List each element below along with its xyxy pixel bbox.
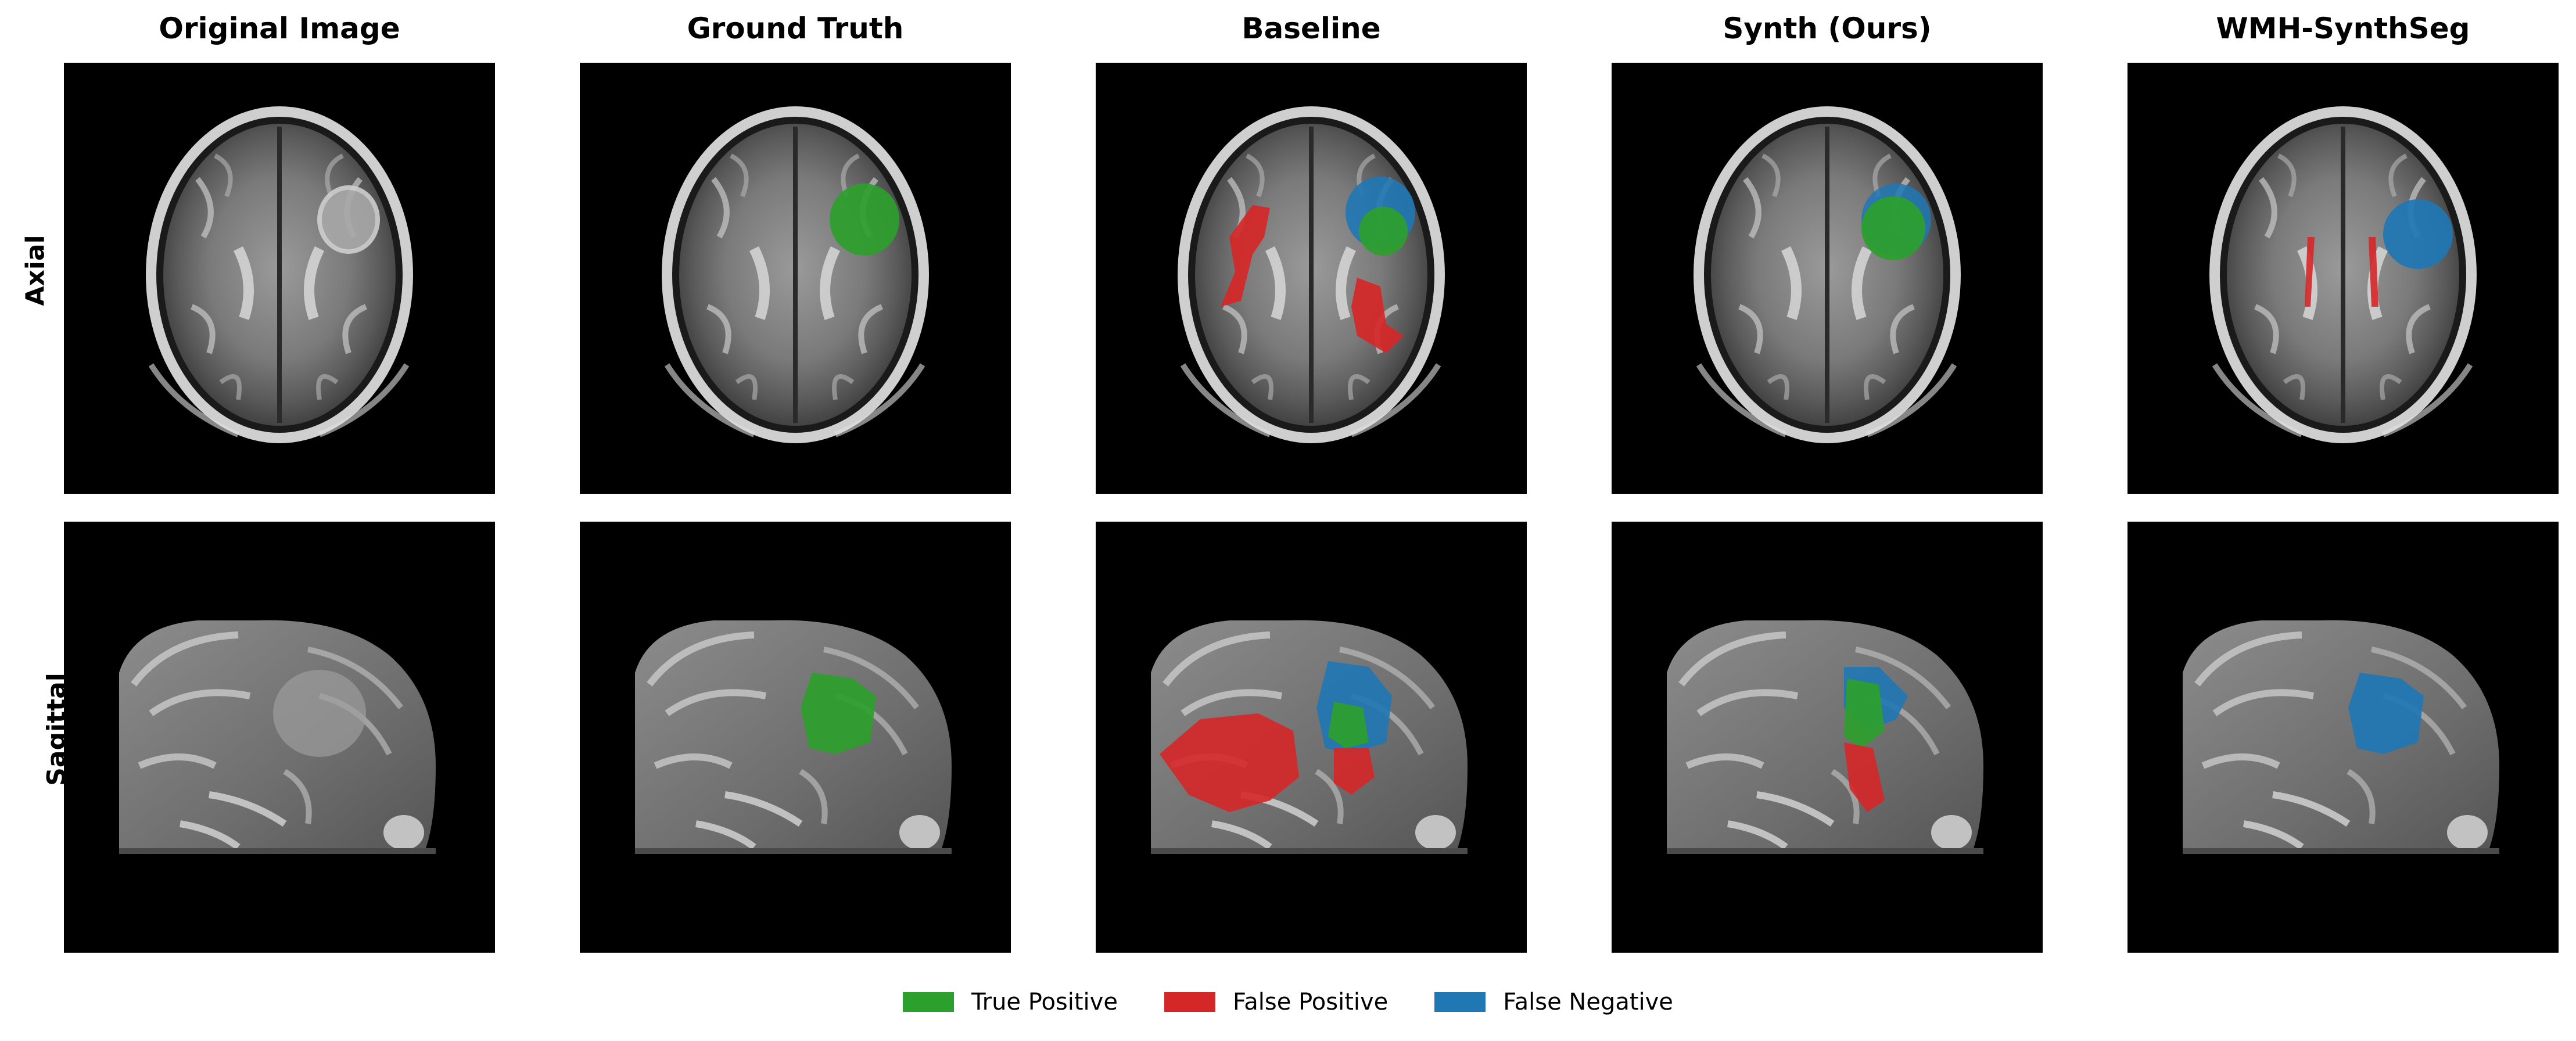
row-label-sagittal: Sagittal [0, 673, 71, 786]
panel-axial-synth [1612, 63, 2043, 494]
panel-axial-wmh-synthseg [2127, 63, 2559, 494]
row-label-axial-text: Axial [20, 235, 51, 306]
legend-label-false-positive: False Positive [1232, 989, 1389, 1015]
legend-item-true-positive: True Positive [903, 989, 1118, 1015]
column-title-synth-ours: Synth (Ours) [1723, 12, 1932, 45]
legend-swatch-true-positive [903, 992, 955, 1012]
legend-item-false-negative: False Negative [1434, 989, 1673, 1015]
panel-sagittal-baseline [1096, 522, 1527, 953]
column-title-wmh-synthseg: WMH-SynthSeg [2216, 12, 2470, 45]
legend-label-true-positive: True Positive [971, 989, 1118, 1015]
panel-sagittal-synth [1612, 522, 2043, 953]
panel-sagittal-original [64, 522, 495, 953]
panel-sagittal-ground-truth [580, 522, 1011, 953]
row-label-axial: Axial [0, 235, 60, 306]
legend: True Positive False Positive False Negat… [0, 988, 2576, 1017]
legend-label-false-negative: False Negative [1503, 989, 1673, 1015]
column-title-original-image: Original Image [159, 12, 400, 45]
legend-item-false-positive: False Positive [1164, 989, 1388, 1015]
panel-sagittal-wmh-synthseg [2127, 522, 2559, 953]
column-title-ground-truth: Ground Truth [687, 12, 904, 45]
legend-swatch-false-negative [1434, 992, 1486, 1012]
panel-axial-ground-truth [580, 63, 1011, 494]
legend-swatch-false-positive [1164, 992, 1215, 1012]
panel-axial-original [64, 63, 495, 494]
panel-axial-baseline [1096, 63, 1527, 494]
column-title-baseline: Baseline [1242, 12, 1381, 45]
